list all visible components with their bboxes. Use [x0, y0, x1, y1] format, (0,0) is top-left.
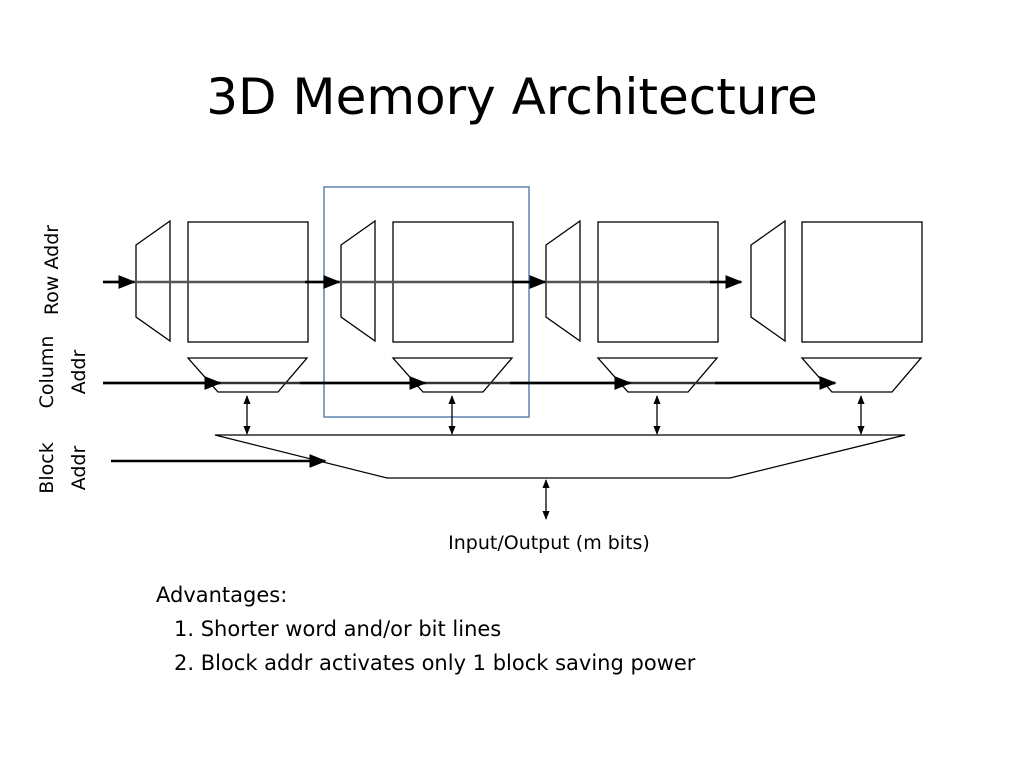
memory-block	[135, 219, 309, 393]
row-addr-label: Row Addr	[41, 225, 63, 315]
column-addr-label-line1: Column	[36, 336, 58, 409]
io-label: Input/Output (m bits)	[448, 532, 650, 554]
column-decoder	[186, 357, 309, 393]
highlighted-block-frame	[323, 186, 530, 418]
column-decoder	[391, 357, 514, 393]
column-decoder	[800, 357, 923, 393]
advantage-item: 2. Block addr activates only 1 block sav…	[174, 651, 696, 675]
memory-block	[545, 219, 719, 393]
memory-block	[750, 219, 923, 393]
memory-array	[801, 221, 923, 343]
row-decoder	[750, 219, 786, 343]
memory-block	[340, 219, 514, 393]
advantages-heading: Advantages:	[156, 583, 288, 607]
advantage-item: 1. Shorter word and/or bit lines	[174, 617, 502, 641]
data-lines	[243, 395, 865, 435]
block-multiplexer	[214, 434, 906, 479]
block-addr-label-line2: Addr	[68, 446, 90, 491]
block-addr-label-line1: Block	[36, 442, 58, 493]
column-addr-label-line2: Addr	[68, 350, 90, 395]
column-decoder	[596, 357, 719, 393]
advantages-list: Advantages: 1. Shorter word and/or bit l…	[156, 578, 695, 680]
slide-title: 3D Memory Architecture	[206, 68, 818, 126]
